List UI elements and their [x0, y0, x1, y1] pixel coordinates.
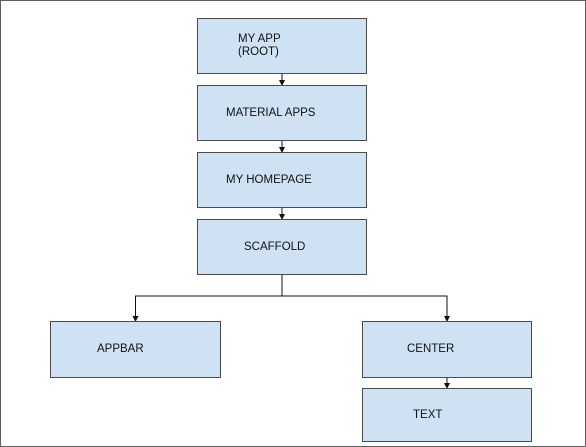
node-label: MY HOMEPAGE: [226, 173, 312, 186]
node-material-apps: MATERIAL APPS: [197, 85, 367, 141]
node-label: TEXT: [413, 408, 443, 421]
edge-scaffold-to-center: [281, 275, 450, 322]
node-label: SCAFFOLD: [244, 240, 306, 253]
node-my-app-root: MY APP (ROOT): [197, 18, 367, 74]
node-appbar: APPBAR: [50, 321, 221, 378]
node-text: TEXT: [362, 388, 532, 442]
node-my-homepage: MY HOMEPAGE: [197, 152, 367, 208]
edge-scaffold-to-appbar: [132, 275, 283, 322]
node-label: CENTER: [407, 343, 455, 355]
node-center: CENTER: [362, 321, 532, 378]
node-label: APPBAR: [97, 343, 144, 355]
node-scaffold: SCAFFOLD: [197, 219, 367, 275]
node-label: MY APP (ROOT): [238, 33, 281, 58]
node-label: MATERIAL APPS: [226, 106, 316, 119]
